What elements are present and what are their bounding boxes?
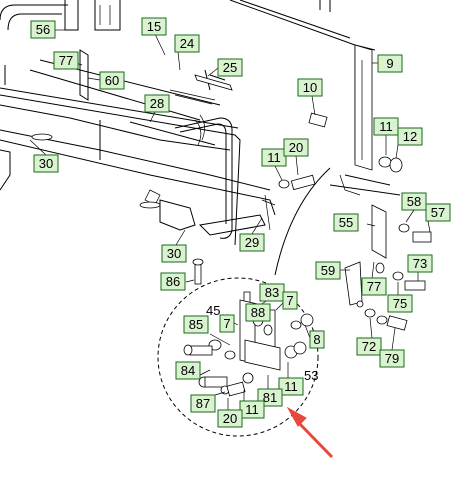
svg-text:58: 58 [407, 194, 421, 209]
callout-85: 85 [183, 315, 209, 334]
svg-text:29: 29 [245, 235, 259, 250]
svg-text:79: 79 [385, 351, 399, 366]
svg-text:24: 24 [180, 36, 194, 51]
callout-72: 72 [356, 337, 382, 356]
callout-77-right: 77 [361, 277, 387, 296]
svg-text:28: 28 [150, 96, 164, 111]
svg-text:7: 7 [286, 293, 293, 308]
svg-text:11: 11 [267, 150, 281, 165]
callout-58: 58 [401, 192, 427, 211]
svg-text:88: 88 [251, 305, 265, 320]
callout-12: 12 [397, 127, 423, 146]
svg-text:15: 15 [147, 19, 161, 34]
svg-text:11: 11 [284, 379, 298, 394]
callout-11-upper-right: 11 [373, 117, 399, 136]
svg-text:10: 10 [303, 80, 317, 95]
callout-59: 59 [315, 261, 341, 280]
svg-text:55: 55 [339, 215, 353, 230]
loose-parts [192, 74, 432, 331]
svg-text:8: 8 [313, 332, 320, 347]
detail-view [157, 167, 331, 437]
svg-text:30: 30 [167, 246, 181, 261]
callout-11-middle: 11 [261, 148, 287, 167]
svg-text:73: 73 [413, 256, 427, 271]
svg-text:81: 81 [263, 390, 277, 405]
svg-text:57: 57 [431, 205, 445, 220]
callout-75: 75 [387, 294, 413, 313]
callout-10: 10 [297, 78, 323, 97]
callout-30-bottom: 30 [161, 244, 187, 263]
svg-text:9: 9 [386, 56, 393, 71]
callout-20-detail: 20 [217, 409, 243, 428]
red-arrow [286, 406, 334, 459]
svg-text:85: 85 [189, 317, 203, 332]
callout-7-top: 7 [282, 291, 298, 310]
callout-28: 28 [144, 94, 170, 113]
callout-11-detail-right: 11 [278, 377, 304, 396]
callout-7-middle: 7 [219, 314, 235, 333]
svg-text:86: 86 [166, 274, 180, 289]
callout-87: 87 [190, 394, 216, 413]
svg-text:20: 20 [289, 140, 303, 155]
svg-text:12: 12 [403, 129, 417, 144]
svg-text:11: 11 [379, 119, 393, 134]
callout-25: 25 [217, 58, 243, 77]
callout-77: 77 [53, 51, 79, 70]
svg-text:75: 75 [393, 296, 407, 311]
svg-text:25: 25 [223, 60, 237, 75]
callout-84: 84 [175, 361, 201, 380]
callout-15: 15 [141, 17, 167, 36]
callout-56-label: 56 [36, 22, 50, 37]
callout-60: 60 [99, 71, 125, 90]
callout-24: 24 [174, 34, 200, 53]
callout-30-left: 30 [33, 154, 59, 173]
callout-20-middle: 20 [283, 138, 309, 157]
svg-text:77: 77 [367, 279, 381, 294]
callout-56: 56 [30, 20, 56, 39]
callout-57: 57 [425, 203, 451, 222]
svg-text:77: 77 [59, 53, 73, 68]
svg-text:7: 7 [223, 316, 230, 331]
callout-83: 83 [259, 283, 285, 302]
callout-88: 88 [245, 303, 271, 322]
callout-86: 86 [160, 272, 186, 291]
label-53: 53 [304, 368, 318, 383]
svg-text:84: 84 [181, 363, 195, 378]
callout-73: 73 [407, 254, 433, 273]
label-45: 45 [206, 303, 220, 318]
svg-text:20: 20 [223, 411, 237, 426]
svg-text:87: 87 [196, 396, 210, 411]
svg-text:83: 83 [265, 285, 279, 300]
svg-text:59: 59 [321, 263, 335, 278]
svg-text:60: 60 [105, 73, 119, 88]
callout-11-detail-bottom: 11 [239, 400, 265, 419]
svg-text:72: 72 [362, 339, 376, 354]
callout-8: 8 [309, 330, 325, 349]
door-frame [0, 0, 276, 246]
svg-text:30: 30 [39, 156, 53, 171]
callout-79: 79 [379, 349, 405, 368]
callout-29: 29 [239, 233, 265, 252]
upper-frame [229, 0, 401, 196]
callout-55: 55 [333, 213, 359, 232]
svg-text:11: 11 [245, 402, 259, 417]
callout-9: 9 [377, 54, 403, 73]
